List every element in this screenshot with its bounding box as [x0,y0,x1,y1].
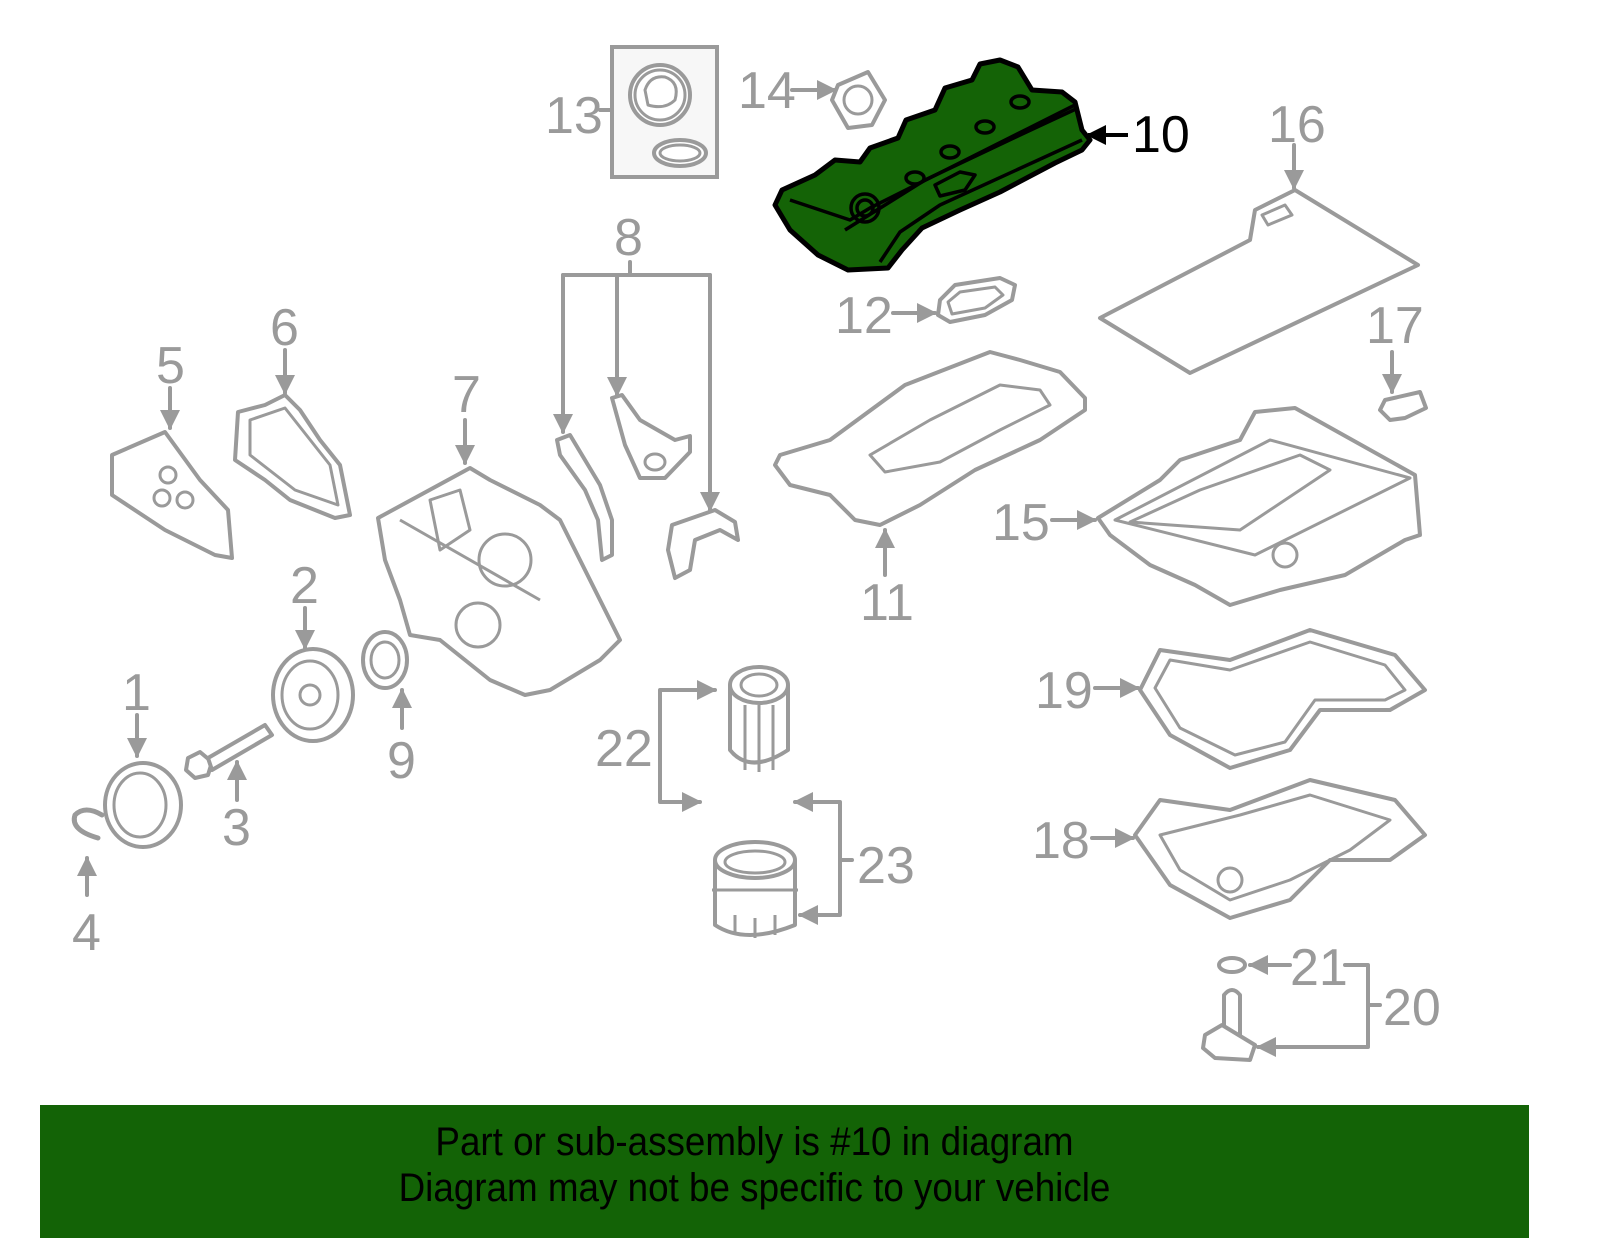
info-banner: Part or sub-assembly is #10 in diagram D… [40,1105,1529,1238]
part-3-bolt[interactable] [184,723,274,802]
callout-9[interactable]: 9 [387,732,416,790]
callout-22[interactable]: 22 [595,720,653,778]
part-18-lower-oil-pan[interactable] [1090,778,1427,920]
part-12-gasket[interactable] [891,276,1017,324]
part-19-oil-pan-gasket[interactable] [1093,628,1427,770]
callout-19[interactable]: 19 [1035,662,1093,720]
callout-5[interactable]: 5 [156,337,185,395]
part-6-gasket[interactable] [233,348,352,520]
part-4-key[interactable] [71,807,105,897]
callout-18[interactable]: 18 [1032,812,1090,870]
callout-23[interactable]: 23 [857,837,915,895]
part-23-filter-housing[interactable] [712,792,854,938]
part-16-insulator[interactable] [1098,143,1420,375]
part-8-gasket-set[interactable] [553,260,740,580]
part-20-drain-plug[interactable] [1201,963,1382,1062]
callout-10[interactable]: 10 [1132,106,1190,164]
part-22-oil-filter[interactable] [658,665,790,812]
part-2-crankshaft-pulley[interactable] [271,606,355,743]
part-1-crankshaft-hub[interactable] [103,713,183,849]
part-15-oil-pan[interactable] [1050,406,1422,607]
part-9-front-seal[interactable] [361,630,412,730]
callout-17[interactable]: 17 [1366,297,1424,355]
callout-11[interactable]: 11 [860,574,914,632]
callout-13[interactable]: 13 [545,87,603,145]
parts-diagram: 13 14 10 16 12 17 [71,45,1441,1062]
part-5-cover-plate[interactable] [110,386,234,560]
banner-part-notice: Part or sub-assembly is #10 in diagram [435,1120,1074,1164]
callout-1[interactable]: 1 [122,664,151,722]
part-13-seal-kit[interactable] [598,45,719,179]
callout-20[interactable]: 20 [1383,979,1441,1037]
callout-12[interactable]: 12 [835,287,893,345]
callout-4[interactable]: 4 [72,904,101,962]
part-7-front-cover[interactable] [376,418,622,697]
part-11-valve-cover-gasket[interactable] [773,350,1087,577]
callout-7[interactable]: 7 [452,366,481,424]
part-14-gasket[interactable] [790,70,887,130]
callout-21[interactable]: 21 [1290,939,1348,997]
callout-15[interactable]: 15 [992,494,1050,552]
part-17-sensor[interactable] [1378,350,1428,422]
callout-3[interactable]: 3 [222,799,251,857]
callout-14[interactable]: 14 [738,62,796,120]
banner-disclaimer: Diagram may not be specific to your vehi… [398,1166,1111,1210]
callout-6[interactable]: 6 [270,299,299,357]
part-10-valve-cover[interactable] [772,57,1128,273]
callout-8[interactable]: 8 [614,209,643,267]
part-21-o-ring[interactable] [1217,955,1292,975]
callout-16[interactable]: 16 [1268,96,1326,154]
callout-2[interactable]: 2 [290,557,319,615]
